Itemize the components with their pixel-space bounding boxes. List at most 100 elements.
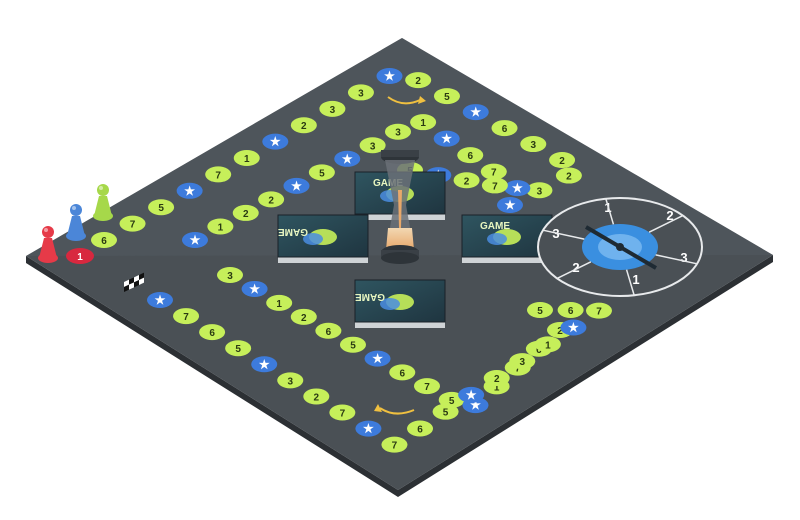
track-b-space: 6	[457, 147, 484, 164]
game-card[interactable]: GAME	[354, 279, 446, 328]
space-disc	[319, 100, 346, 117]
space-number: 2	[559, 156, 565, 167]
track-inner-space: ★	[241, 280, 268, 297]
space-disc	[504, 180, 531, 197]
spinner-divider	[556, 261, 592, 280]
space-number: 7	[130, 220, 136, 231]
star-icon: ★	[363, 422, 374, 436]
pawn[interactable]	[38, 226, 58, 263]
space-disc	[432, 403, 459, 420]
star-icon: ★	[184, 184, 195, 198]
space-number: 3	[287, 376, 293, 387]
space-disc	[277, 372, 304, 389]
track-outer-space: 7	[329, 404, 356, 421]
space-number: 2	[557, 326, 563, 337]
track-b-space: 2	[258, 191, 285, 208]
track-inner-space: 7	[413, 378, 440, 395]
space-number: 1	[244, 154, 250, 165]
space-disc	[262, 133, 289, 150]
space-disc	[457, 147, 484, 164]
track-a-space: 1	[233, 150, 260, 167]
track-b-space: ★	[334, 150, 361, 167]
card-label: GAME	[278, 226, 308, 237]
track-a-space: 2	[290, 117, 317, 134]
space-disc	[433, 88, 460, 105]
pawns	[38, 184, 113, 263]
space-disc	[526, 182, 553, 199]
star-icon: ★	[342, 152, 353, 166]
track-outer-space: 5	[432, 403, 459, 420]
track-a-space: ★	[176, 182, 203, 199]
track-outer-space: ★	[251, 356, 278, 373]
space-number: 7	[392, 441, 398, 452]
track-outer-space: 2	[483, 370, 510, 387]
game-card[interactable]: GAME	[461, 214, 553, 263]
space-number: 3	[330, 105, 336, 116]
space-disc	[339, 336, 366, 353]
track-outer-space: 6	[199, 324, 226, 341]
space-disc	[283, 177, 310, 194]
space-number: 5	[537, 306, 543, 317]
star-icon: ★	[291, 179, 302, 193]
pawn[interactable]	[93, 184, 113, 221]
space-disc	[453, 172, 480, 189]
track-a-space: 2	[555, 167, 582, 184]
space-number: 7	[340, 409, 346, 420]
track-inner-space: 6	[315, 322, 342, 339]
space-disc	[527, 302, 553, 318]
hourglass-icon	[381, 150, 419, 264]
spinner-number: 3	[680, 250, 687, 265]
star-icon: ★	[259, 357, 270, 371]
space-number: 3	[370, 141, 376, 152]
track-b-space: ★	[504, 180, 531, 197]
space-number: 3	[531, 140, 537, 151]
space-disc	[520, 136, 547, 153]
star-icon: ★	[470, 398, 481, 412]
space-number: 5	[449, 396, 455, 407]
space-disc	[549, 152, 576, 169]
space-number: 2	[268, 195, 274, 206]
track-outer-space: 2	[303, 388, 330, 405]
card-label: GAME	[373, 178, 403, 189]
space-number: 5	[350, 341, 356, 352]
space-number: 6	[467, 151, 473, 162]
track-a-space: 2	[549, 152, 576, 169]
space-disc	[232, 204, 259, 221]
card-label: GAME	[480, 221, 510, 232]
track-a-space: ★	[462, 104, 489, 121]
space-disc	[182, 232, 208, 248]
track-inner-space: ★	[364, 350, 391, 367]
space-disc	[347, 84, 374, 101]
track-a-space: 7	[119, 215, 146, 232]
space-disc	[251, 356, 278, 373]
space-number: 7	[596, 307, 602, 318]
space-number: 1	[276, 299, 282, 310]
space-disc	[233, 150, 260, 167]
space-disc	[359, 137, 386, 154]
space-number: 1	[218, 222, 224, 233]
space-disc	[266, 294, 293, 311]
game-card[interactable]: GAME	[277, 214, 369, 263]
space-disc	[315, 322, 342, 339]
space-number: 7	[492, 181, 498, 192]
star-icon: ★	[155, 293, 166, 307]
track-a-space: 6	[491, 120, 518, 137]
track-a-space: 6	[91, 232, 117, 248]
track-inner-space: 6	[389, 364, 416, 381]
track-outer-space: ★	[458, 386, 485, 403]
star-icon: ★	[249, 282, 260, 296]
space-number: 5	[444, 92, 450, 103]
space-number: 6	[101, 236, 107, 247]
star-icon: ★	[512, 181, 523, 195]
space-number: 1	[545, 340, 551, 351]
star-icon: ★	[372, 352, 383, 366]
pawn[interactable]	[66, 204, 86, 241]
space-disc	[176, 182, 203, 199]
space-disc	[534, 336, 561, 353]
spinner[interactable]: 123123	[537, 197, 703, 297]
spinner-number: 1	[632, 272, 639, 287]
spinner-number: 2	[666, 208, 673, 223]
track-b-space: 2	[453, 172, 480, 189]
